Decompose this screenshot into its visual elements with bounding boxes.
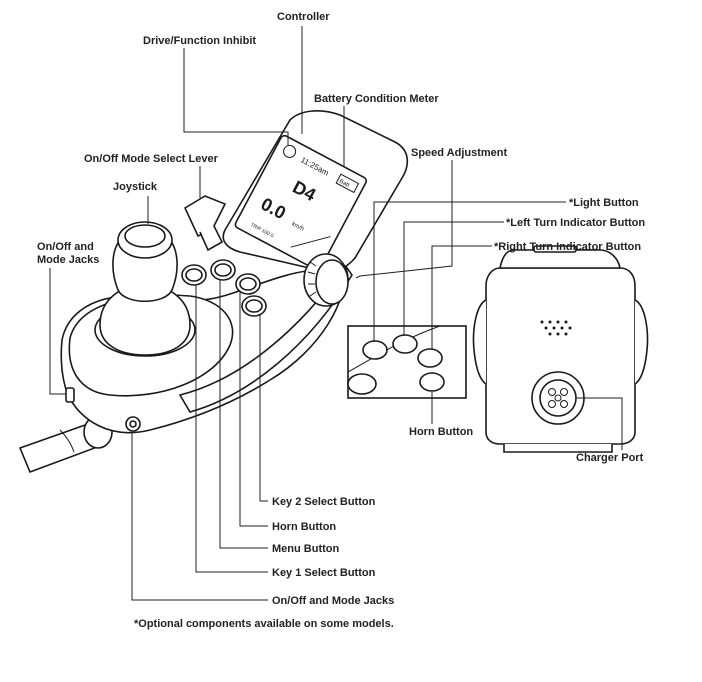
label-drive-inhibit: Drive/Function Inhibit: [143, 35, 256, 47]
on-off-mode-jack-side[interactable]: [65, 387, 75, 403]
leader-lines: [49, 26, 623, 601]
speed-adjustment-knob[interactable]: [303, 253, 349, 307]
controller-illustration: 11:25am Batt D4 0.0 km/h TRIP 100.0: [18, 110, 409, 474]
horn-button-detail: [419, 372, 445, 392]
callout-labels: Controller Drive/Function Inhibit Batter…: [37, 11, 645, 630]
charger-front-view: [472, 245, 649, 453]
label-menu: Menu Button: [272, 543, 339, 555]
label-horn-detail: Horn Button: [409, 426, 473, 438]
label-key1: Key 1 Select Button: [272, 567, 376, 579]
light-button-detail: [362, 340, 388, 360]
label-key2: Key 2 Select Button: [272, 496, 376, 508]
key2-select-button[interactable]: [241, 295, 267, 317]
label-battery-meter: Battery Condition Meter: [314, 93, 439, 105]
horn-button[interactable]: [235, 273, 261, 295]
menu-button[interactable]: [210, 259, 236, 281]
label-charger-port: Charger Port: [576, 452, 644, 464]
footnote: *Optional components available on some m…: [134, 618, 394, 630]
svg-text:km/h: km/h: [290, 221, 304, 232]
label-jacks-bottom: On/Off and Mode Jacks: [272, 595, 394, 607]
on-off-mode-jack-front[interactable]: [125, 416, 141, 432]
label-jacks-left-line1: On/Off and: [37, 241, 94, 253]
key1-select-button[interactable]: [181, 264, 207, 286]
label-joystick: Joystick: [113, 181, 158, 193]
label-jacks-left-line2: Mode Jacks: [37, 254, 99, 266]
label-speed-adjustment: Speed Adjustment: [411, 147, 507, 159]
right-turn-button-detail: [417, 348, 443, 368]
display-screen: 11:25am Batt D4 0.0 km/h TRIP 100.0: [234, 134, 368, 271]
label-light-button: *Light Button: [569, 197, 639, 209]
label-right-turn: *Right Turn Indicator Button: [494, 241, 641, 253]
label-mode-lever: On/Off Mode Select Lever: [84, 153, 219, 165]
label-horn: Horn Button: [272, 521, 336, 533]
label-controller: Controller: [277, 11, 330, 23]
charger-port[interactable]: [531, 371, 585, 425]
left-turn-button-detail: [392, 334, 418, 354]
svg-text:Batt: Batt: [338, 179, 351, 189]
label-left-turn: *Left Turn Indicator Button: [506, 217, 645, 229]
button-detail-inset: [347, 325, 467, 399]
speaker-grille: [540, 320, 572, 336]
mode-lever: [183, 195, 227, 238]
